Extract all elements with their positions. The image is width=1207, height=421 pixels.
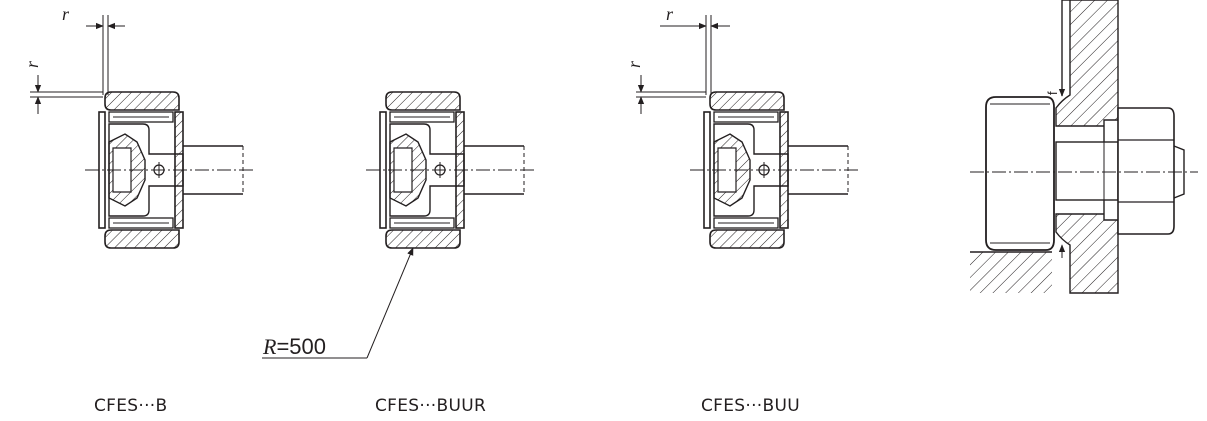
radius-label-top-buu: r	[666, 4, 674, 24]
crown-radius-label: R=500	[262, 334, 326, 359]
crown-radius-callout: R=500	[262, 247, 414, 359]
fillet-label: f	[1045, 91, 1060, 95]
bearing-buu-drawing	[689, 91, 859, 249]
bearing-buur-drawing	[365, 91, 535, 249]
crown-radius-value: =500	[276, 334, 326, 359]
radius-dimension-buu: r r	[624, 4, 730, 114]
caption-cfes-b: CFES···B	[94, 396, 168, 416]
radius-label-top-b: r	[62, 4, 70, 24]
caption-cfes-buur: CFES···BUUR	[375, 396, 487, 416]
mounting-example-drawing: f	[970, 0, 1198, 294]
radius-label-side-buu: r	[624, 60, 644, 68]
caption-cfes-buu: CFES···BUU	[701, 396, 800, 416]
radius-dimension-b: r r	[22, 4, 125, 114]
bearing-b-drawing	[84, 91, 254, 249]
radius-label-side-b: r	[22, 60, 42, 68]
crown-radius-symbol: R	[262, 334, 277, 359]
